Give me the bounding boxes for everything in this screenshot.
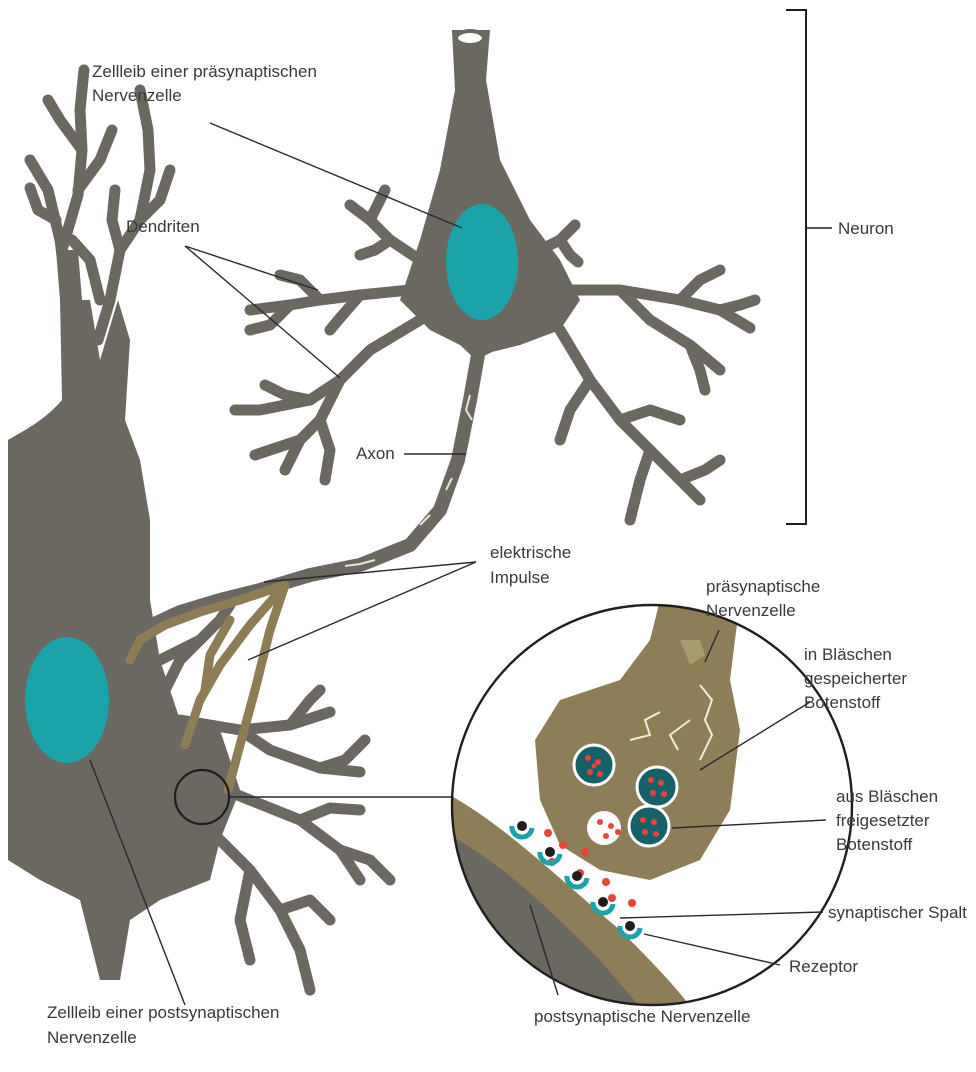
label-axon: Axon xyxy=(356,444,395,463)
label-presyn-cell-body: Zellleib einer präsynaptischen Nervenzel… xyxy=(92,62,322,105)
label-presyn-neuron: präsynaptische Nervenzelle xyxy=(706,577,825,620)
label-electric-impulses: elektrische Impulse xyxy=(490,543,576,587)
label-neuron: Neuron xyxy=(838,219,894,238)
synapse-detail xyxy=(400,600,852,1020)
postsynaptic-neuron xyxy=(8,70,390,990)
neuron-bracket xyxy=(786,10,806,524)
label-stored-transmitter: in Bläschen gespeicherter Botenstoff xyxy=(804,645,912,712)
label-postsyn-cell-body: Zellleib einer postsynaptischen Nervenze… xyxy=(47,1003,284,1047)
label-receptor: Rezeptor xyxy=(789,957,858,976)
presynaptic-nucleus xyxy=(446,204,518,320)
label-synaptic-cleft: synaptischer Spalt xyxy=(828,903,967,922)
postsynaptic-nucleus xyxy=(25,637,109,763)
label-postsyn-neuron: postsynaptische Nervenzelle xyxy=(534,1007,750,1026)
label-dendrites: Dendriten xyxy=(126,217,200,236)
postsynaptic-upper-dendrites xyxy=(30,70,170,340)
presynaptic-cap xyxy=(456,31,484,45)
label-released-transmitter: aus Bläschen freigesetzter Botenstoff xyxy=(836,787,943,854)
